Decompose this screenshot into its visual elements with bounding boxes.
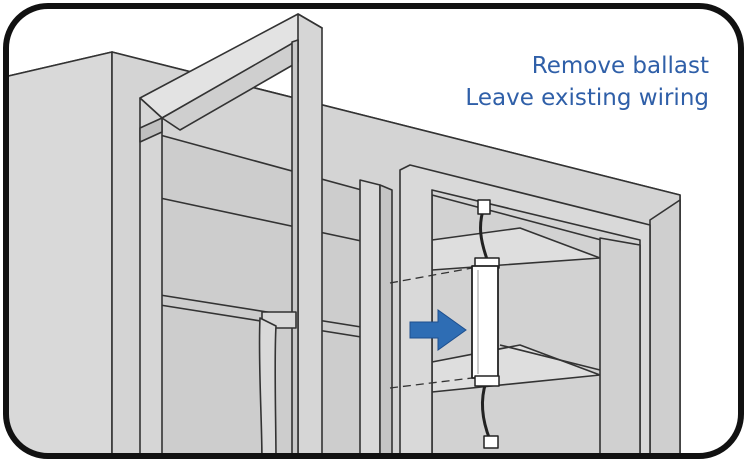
wire-clip-top	[477, 199, 491, 215]
instruction-line-remove: Remove ballast	[531, 53, 709, 79]
guide-line-top	[389, 267, 473, 284]
guide-line-bottom	[389, 377, 473, 389]
instruction-caption: Remove ballast Leave existing wiring	[465, 50, 709, 114]
open-door-hinge-stile	[297, 13, 323, 456]
cabinet-side-wall	[649, 199, 681, 456]
arrow-right-icon	[409, 309, 467, 351]
outer-frame	[3, 3, 744, 459]
instruction-line-wiring: Leave existing wiring	[465, 85, 709, 111]
open-door-outer-stile	[139, 97, 163, 456]
center-mullion	[359, 179, 381, 456]
cabinet-front-face	[6, 51, 113, 456]
wire-connector-bottom	[483, 435, 499, 449]
ballast	[471, 257, 500, 387]
